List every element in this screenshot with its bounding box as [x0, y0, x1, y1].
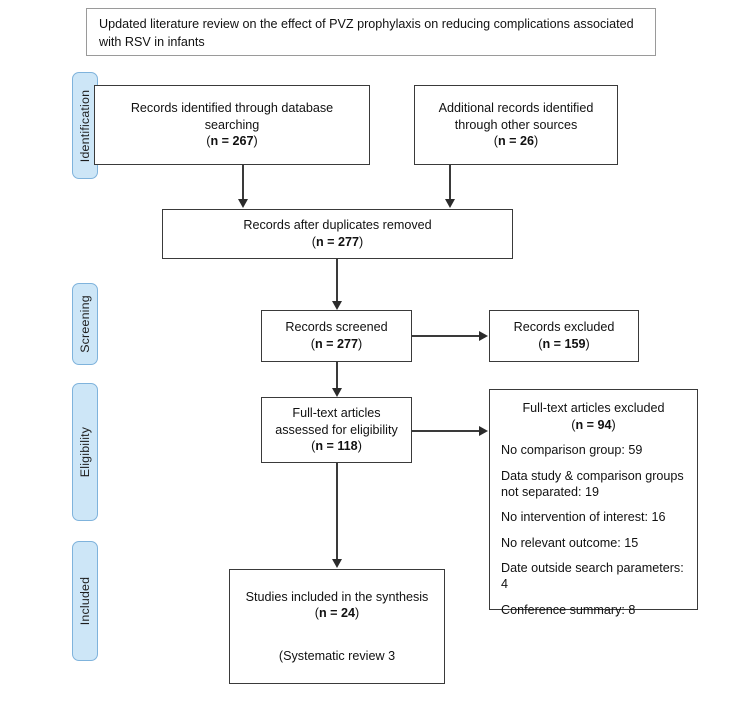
box-studies-included-in-synthesis: Studies included in the synthesis (n = 2…	[229, 569, 445, 684]
connector-database-to-duplicates	[242, 165, 244, 201]
count-value: n = 277	[315, 235, 360, 249]
box-line-1: Studies included in the synthesis	[245, 589, 429, 604]
paren-open: (	[206, 134, 211, 149]
connector-fulltext-to-excluded-detail	[412, 430, 480, 432]
arrowhead-screened-to-excluded	[479, 330, 488, 341]
diagram-title-banner: Updated literature review on the effect …	[86, 8, 656, 56]
arrowhead-fulltext-to-excluded-detail	[479, 425, 488, 436]
paren-close: )	[585, 337, 590, 351]
paren-close: )	[355, 606, 360, 621]
box-count: (n = 277)	[311, 336, 362, 353]
box-line-2: through other sources	[454, 117, 578, 132]
box-count: (n = 277)	[312, 234, 363, 251]
connector-other-sources-to-duplicates	[449, 165, 451, 201]
stage-label-eligibility: Eligibility	[78, 426, 92, 478]
count-value: n = 159	[542, 337, 586, 351]
excluded-count: (n = 94)	[501, 417, 686, 434]
exclusion-reason-item: Date outside search parameters: 4	[501, 561, 684, 592]
box-line-1: Full-text articles	[292, 406, 381, 421]
count-value: n = 24	[318, 606, 356, 621]
count-value: n = 277	[314, 337, 359, 351]
box-line-1: Records screened	[285, 320, 388, 335]
box-count: (n = 118)	[311, 438, 362, 455]
box-count: (n = 26)	[494, 133, 538, 150]
paren-open: (	[538, 337, 543, 351]
box-line-1: Records after duplicates removed	[243, 218, 432, 233]
box-line-1: Additional records identified	[438, 101, 594, 116]
box-records-after-duplicates-removed: Records after duplicates removed (n = 27…	[162, 209, 513, 259]
box-count: (n = 24)	[315, 605, 359, 622]
paren-open: (	[311, 439, 316, 454]
count-value: n = 26	[497, 134, 535, 149]
box-additional-records-other-sources: Additional records identified through ot…	[414, 85, 618, 165]
box-count: (n = 159)	[538, 336, 589, 353]
connector-fulltext-to-included	[336, 463, 338, 561]
paren-open: (	[571, 417, 576, 432]
count-value: n = 94	[575, 417, 612, 432]
connector-screened-to-excluded	[412, 335, 480, 337]
box-line-1: Records identified through database	[130, 101, 334, 116]
stage-label-included: Included	[78, 576, 93, 626]
paren-open: (	[314, 606, 319, 621]
stage-label-identification: Identification	[78, 89, 92, 162]
excluded-heading: Full-text articles excluded	[522, 401, 665, 415]
count-value: n = 118	[315, 439, 358, 454]
diagram-title-text: Updated literature review on the effect …	[99, 17, 634, 49]
paren-open: (	[310, 337, 315, 351]
box-line-1: Records excluded	[513, 320, 615, 335]
arrowhead-duplicates-to-screened	[331, 301, 342, 310]
stage-badge-included: Included	[72, 541, 98, 661]
stage-label-screening: Screening	[78, 295, 93, 353]
excluded-heading-group: Full-text articles excluded (n = 94)	[501, 400, 686, 433]
box-line-2: searching	[204, 117, 260, 132]
box-fulltext-articles-excluded: Full-text articles excluded (n = 94) No …	[489, 389, 698, 617]
box-fulltext-assessed-for-eligibility: Full-text articles assessed for eligibil…	[261, 397, 412, 463]
arrowhead-screened-to-fulltext	[331, 388, 342, 397]
box-records-excluded: Records excluded (n = 159)	[489, 310, 639, 362]
stage-badge-eligibility: Eligibility	[72, 383, 98, 521]
box-count: (n = 267)	[206, 133, 257, 150]
paren-open: (	[311, 235, 316, 249]
exclusion-reason-item: No comparison group: 59	[501, 443, 643, 458]
box-records-identified-database: Records identified through database sear…	[94, 85, 370, 165]
paren-close: )	[359, 235, 364, 249]
box-records-screened: Records screened (n = 277)	[261, 310, 412, 362]
paren-close: )	[357, 439, 362, 454]
paren-close: )	[611, 417, 616, 432]
arrowhead-other-sources-to-duplicates	[444, 199, 455, 208]
exclusion-reason-item: No relevant outcome: 15	[501, 535, 639, 550]
paren-open: (	[493, 134, 498, 149]
arrowhead-database-to-duplicates	[237, 199, 248, 208]
arrowhead-fulltext-to-included	[331, 559, 342, 568]
stage-badge-identification: Identification	[72, 72, 98, 179]
exclusion-reason-item: Conference summary: 8	[501, 602, 636, 617]
exclusion-reason-item: No intervention of interest: 16	[501, 510, 666, 525]
systematic-review-note: (Systematic review 3	[278, 648, 396, 663]
connector-duplicates-to-screened	[336, 259, 338, 303]
stage-badge-screening: Screening	[72, 283, 98, 365]
connector-screened-to-fulltext	[336, 362, 338, 390]
count-value: n = 267	[210, 134, 254, 149]
paren-close: )	[534, 134, 539, 149]
exclusion-reason-item: Data study & comparison groups not separ…	[501, 468, 684, 499]
paren-close: )	[358, 337, 363, 351]
box-line-2: assessed for eligibility	[275, 422, 398, 437]
paren-close: )	[253, 134, 258, 149]
